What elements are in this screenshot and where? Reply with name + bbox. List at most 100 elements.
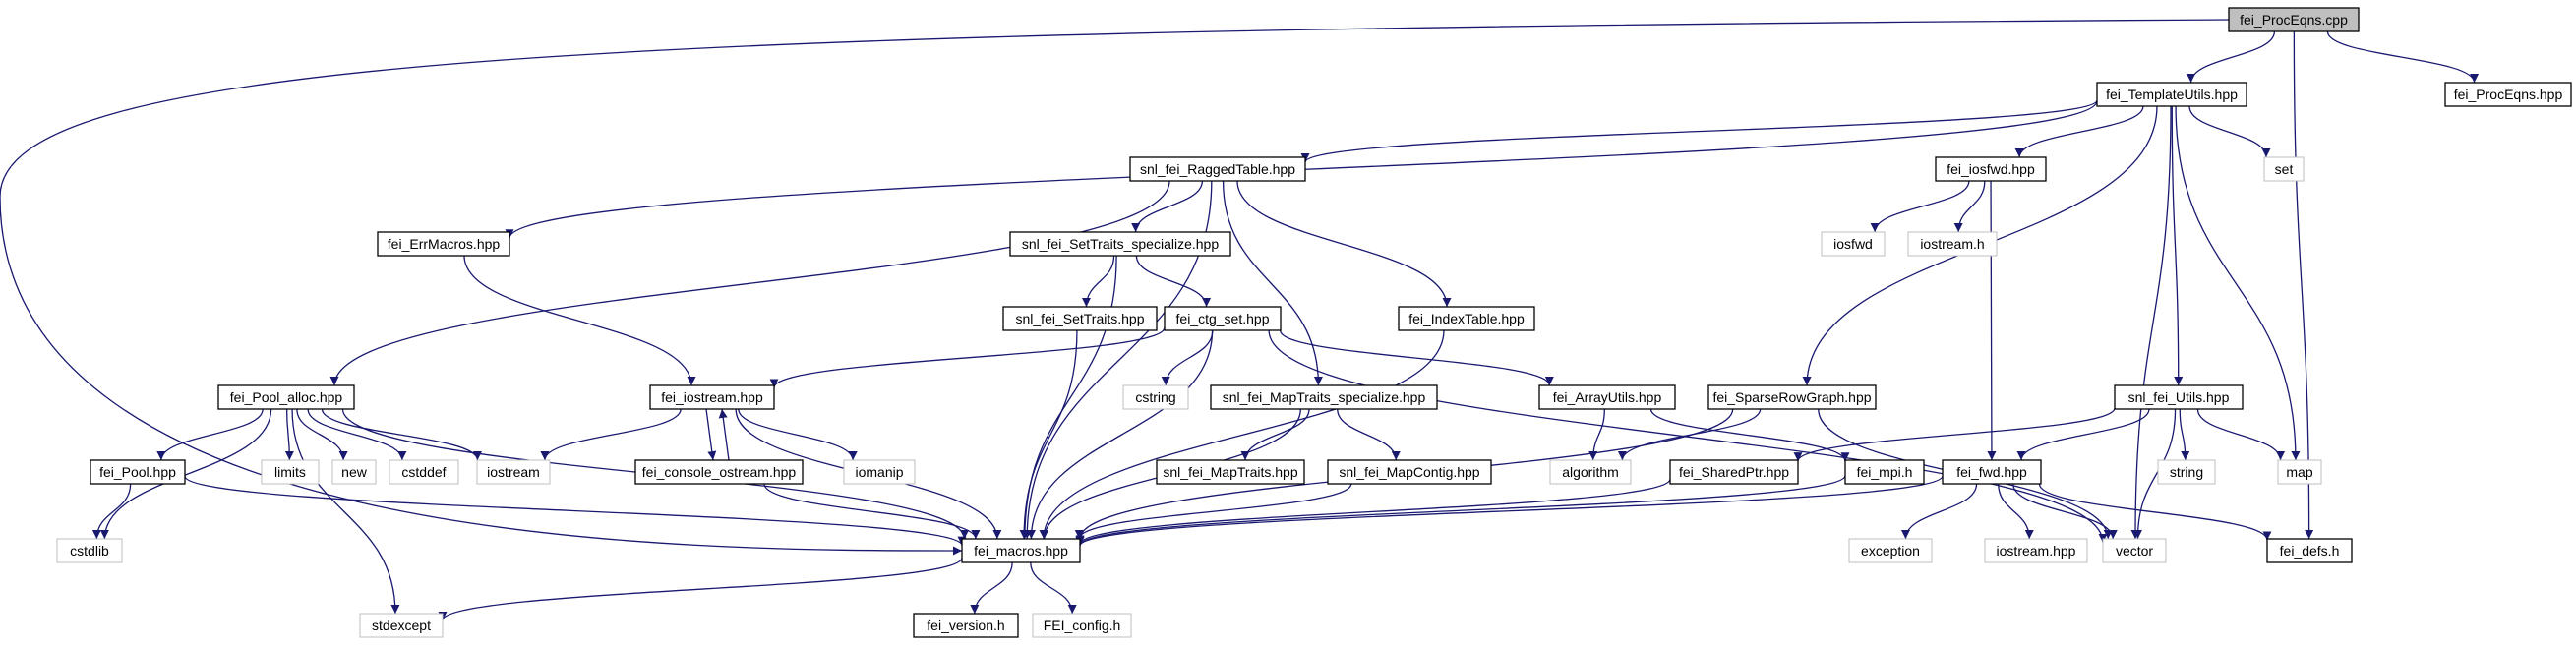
node-label: fei_macros.hpp [974,543,1068,559]
node-box [1707,384,1877,410]
edge-fei_Pool_alloc_hpp-to-cstdlib [99,408,272,540]
node-fei-ErrMacros-hpp[interactable]: fei_ErrMacros.hpp [377,231,510,257]
node-label: snl_fei_MapTraits.hpp [1163,464,1297,480]
edge-fei_Pool_alloc_hpp-to-new [296,408,348,461]
node-fei-Pool-hpp[interactable]: fei_Pool.hpp [90,459,186,485]
node-fei-version-h[interactable]: fei_version.h [913,613,1019,638]
node-fei-console-ostream-hpp[interactable]: fei_console_ostream.hpp [634,459,804,485]
edge-fei_TemplateUtils_hpp-to-map [2175,105,2301,461]
node-box [1002,306,1158,331]
edge-fei_Pool_alloc_hpp-to-cstddef [307,408,407,461]
node-box [1164,306,1282,331]
node-fei-SparseRowGraph-hpp[interactable]: fei_SparseRowGraph.hpp [1707,384,1877,410]
node-label: iomanip [855,464,903,480]
edge-arrow [2188,105,2271,158]
node-exception: exception [1848,538,1933,563]
node-box [389,459,459,485]
node-label: iostream.h [1920,236,1984,252]
node-label: fei_Pool_alloc.hpp [230,389,343,405]
node-stdexcept: stdexcept [359,613,444,638]
edge-arrow [1998,483,2034,540]
node-fei-ProcEqns-cpp[interactable]: fei_ProcEqns.cpp [2228,7,2360,32]
node-fei-mpi-h[interactable]: fei_mpi.h [1844,459,1925,485]
node-fei-defs-h[interactable]: fei_defs.h [2266,538,2353,563]
node-label: snl_fei_SetTraits_specialize.hpp [1022,236,1219,252]
edge-arrow [463,255,696,386]
edge-arrow [1588,408,1605,461]
node-fei-ctg-set-hpp[interactable]: fei_ctg_set.hpp [1164,306,1282,331]
node-snl-fei-SetTraits-specialize-hpp[interactable]: snl_fei_SetTraits_specialize.hpp [1009,231,1231,257]
edge-arrow [1161,329,1214,386]
edge-snl_fei_RaggedTable_hpp-to-fei_IndexTable_hpp [1236,180,1452,308]
node-box [90,459,186,485]
edge-fei_ctg_set_hpp-to-fei_iostream_hpp [769,326,1166,388]
edge-arrow [1222,180,1323,386]
edge-arrow [1793,407,2116,462]
node-algorithm: algorithm [1549,459,1632,485]
node-label: cstdlib [70,543,109,559]
node-fei-macros-hpp[interactable]: fei_macros.hpp [961,538,1081,563]
node-string: string [2157,459,2216,485]
node-snl-fei-Utils-hpp[interactable]: snl_fei_Utils.hpp [2114,384,2244,410]
node-map: map [2277,459,2322,485]
edge-arrow [184,475,967,546]
edge-arrow [1900,483,1978,540]
edge-arrow [91,483,132,540]
edge-fei_macros_hpp-to-fei_version_h [970,561,1013,615]
edge-snl_fei_Utils_hpp-to-fei_fwd_hpp [2016,408,2150,461]
node-label: vector [2116,543,2153,559]
node-label: map [2286,464,2312,480]
edge-fei_TemplateUtils_hpp-to-set [2188,105,2271,158]
node-label: fei_Pool.hpp [99,464,176,480]
node-box [1398,306,1535,331]
edge-arrow [1075,478,1671,545]
node-label: exception [1861,543,1920,559]
node-box [1907,231,1998,257]
node-fei-iostream-hpp[interactable]: fei_iostream.hpp [649,384,775,410]
edge-snl_fei_Utils_hpp-to-vector [2132,408,2177,540]
node-box [476,459,551,485]
edge-arrow [1039,329,1445,540]
edge-arrow [738,408,858,461]
node-fei-ProcEqns-hpp[interactable]: fei_ProcEqns.hpp [2444,82,2572,107]
node-snl-fei-MapContig-hpp[interactable]: snl_fei_MapContig.hpp [1327,459,1492,485]
node-label: fei_SparseRowGraph.hpp [1712,389,1871,405]
edge-fei_TemplateUtils_hpp-to-snl_fei_RaggedTable_hpp [1300,99,2098,163]
node-label: fei_ctg_set.hpp [1176,311,1270,326]
edge-fei_Pool_alloc_hpp-to-fei_Pool_hpp [156,408,264,461]
node-fei-Pool-alloc-hpp[interactable]: fei_Pool_alloc.hpp [217,384,355,410]
edge-fei_TemplateUtils_hpp-to-fei_iosfwd_hpp [2014,105,2144,158]
node-label: set [2275,161,2294,177]
edge-fei_fwd_hpp-to-exception [1900,483,1978,540]
node-snl-fei-RaggedTable-hpp[interactable]: snl_fei_RaggedTable.hpp [1129,156,1306,182]
edge-arrow [763,483,981,540]
edge-fei_iosfwd_hpp-to-fei_fwd_hpp [1987,180,1997,461]
node-snl-fei-SetTraits-hpp[interactable]: snl_fei_SetTraits.hpp [1002,306,1158,331]
edge-arrow [1953,180,1986,233]
node-snl-fei-MapTraits-specialize-hpp[interactable]: snl_fei_MapTraits_specialize.hpp [1210,384,1438,410]
edge-fei_fwd_hpp-to-vector [2012,483,2118,540]
node-label: iostream.hpp [1997,543,2076,559]
node-fei-SharedPtr-hpp[interactable]: fei_SharedPtr.hpp [1669,459,1799,485]
node-cstdlib: cstdlib [56,538,123,563]
node-iostream-h: iostream.h [1907,231,1998,257]
node-fei-TemplateUtils-hpp[interactable]: fei_TemplateUtils.hpp [2096,82,2247,107]
node-label: FEI_config.h [1044,618,1121,633]
node-box [1984,538,2088,563]
edge-fei_fwd_hpp-to-fei_macros_hpp [1075,475,1944,547]
edge-fei_TemplateUtils_hpp-to-snl_fei_Utils_hpp [2171,105,2184,386]
edge-snl_fei_Utils_hpp-to-fei_SharedPtr_hpp [1793,407,2116,462]
edge-arrow [2187,30,2276,84]
node-fei-IndexTable-hpp[interactable]: fei_IndexTable.hpp [1398,306,1535,331]
node-iosfwd: iosfwd [1821,231,1886,257]
node-box [2277,459,2322,485]
edge-fei_Pool_hpp-to-fei_macros_hpp [184,475,967,546]
node-label: fei_ArrayUtils.hpp [1553,389,1662,405]
node-fei-ArrayUtils-hpp[interactable]: fei_ArrayUtils.hpp [1538,384,1676,410]
node-fei-fwd-hpp[interactable]: fei_fwd.hpp [1942,459,2042,485]
node-fei-iosfwd-hpp[interactable]: fei_iosfwd.hpp [1935,156,2047,182]
edge-fei_ProcEqns_cpp-to-fei_TemplateUtils_hpp [2187,30,2276,84]
node-snl-fei-MapTraits-hpp[interactable]: snl_fei_MapTraits.hpp [1156,459,1305,485]
node-box [261,459,320,485]
node-box [2096,82,2247,107]
